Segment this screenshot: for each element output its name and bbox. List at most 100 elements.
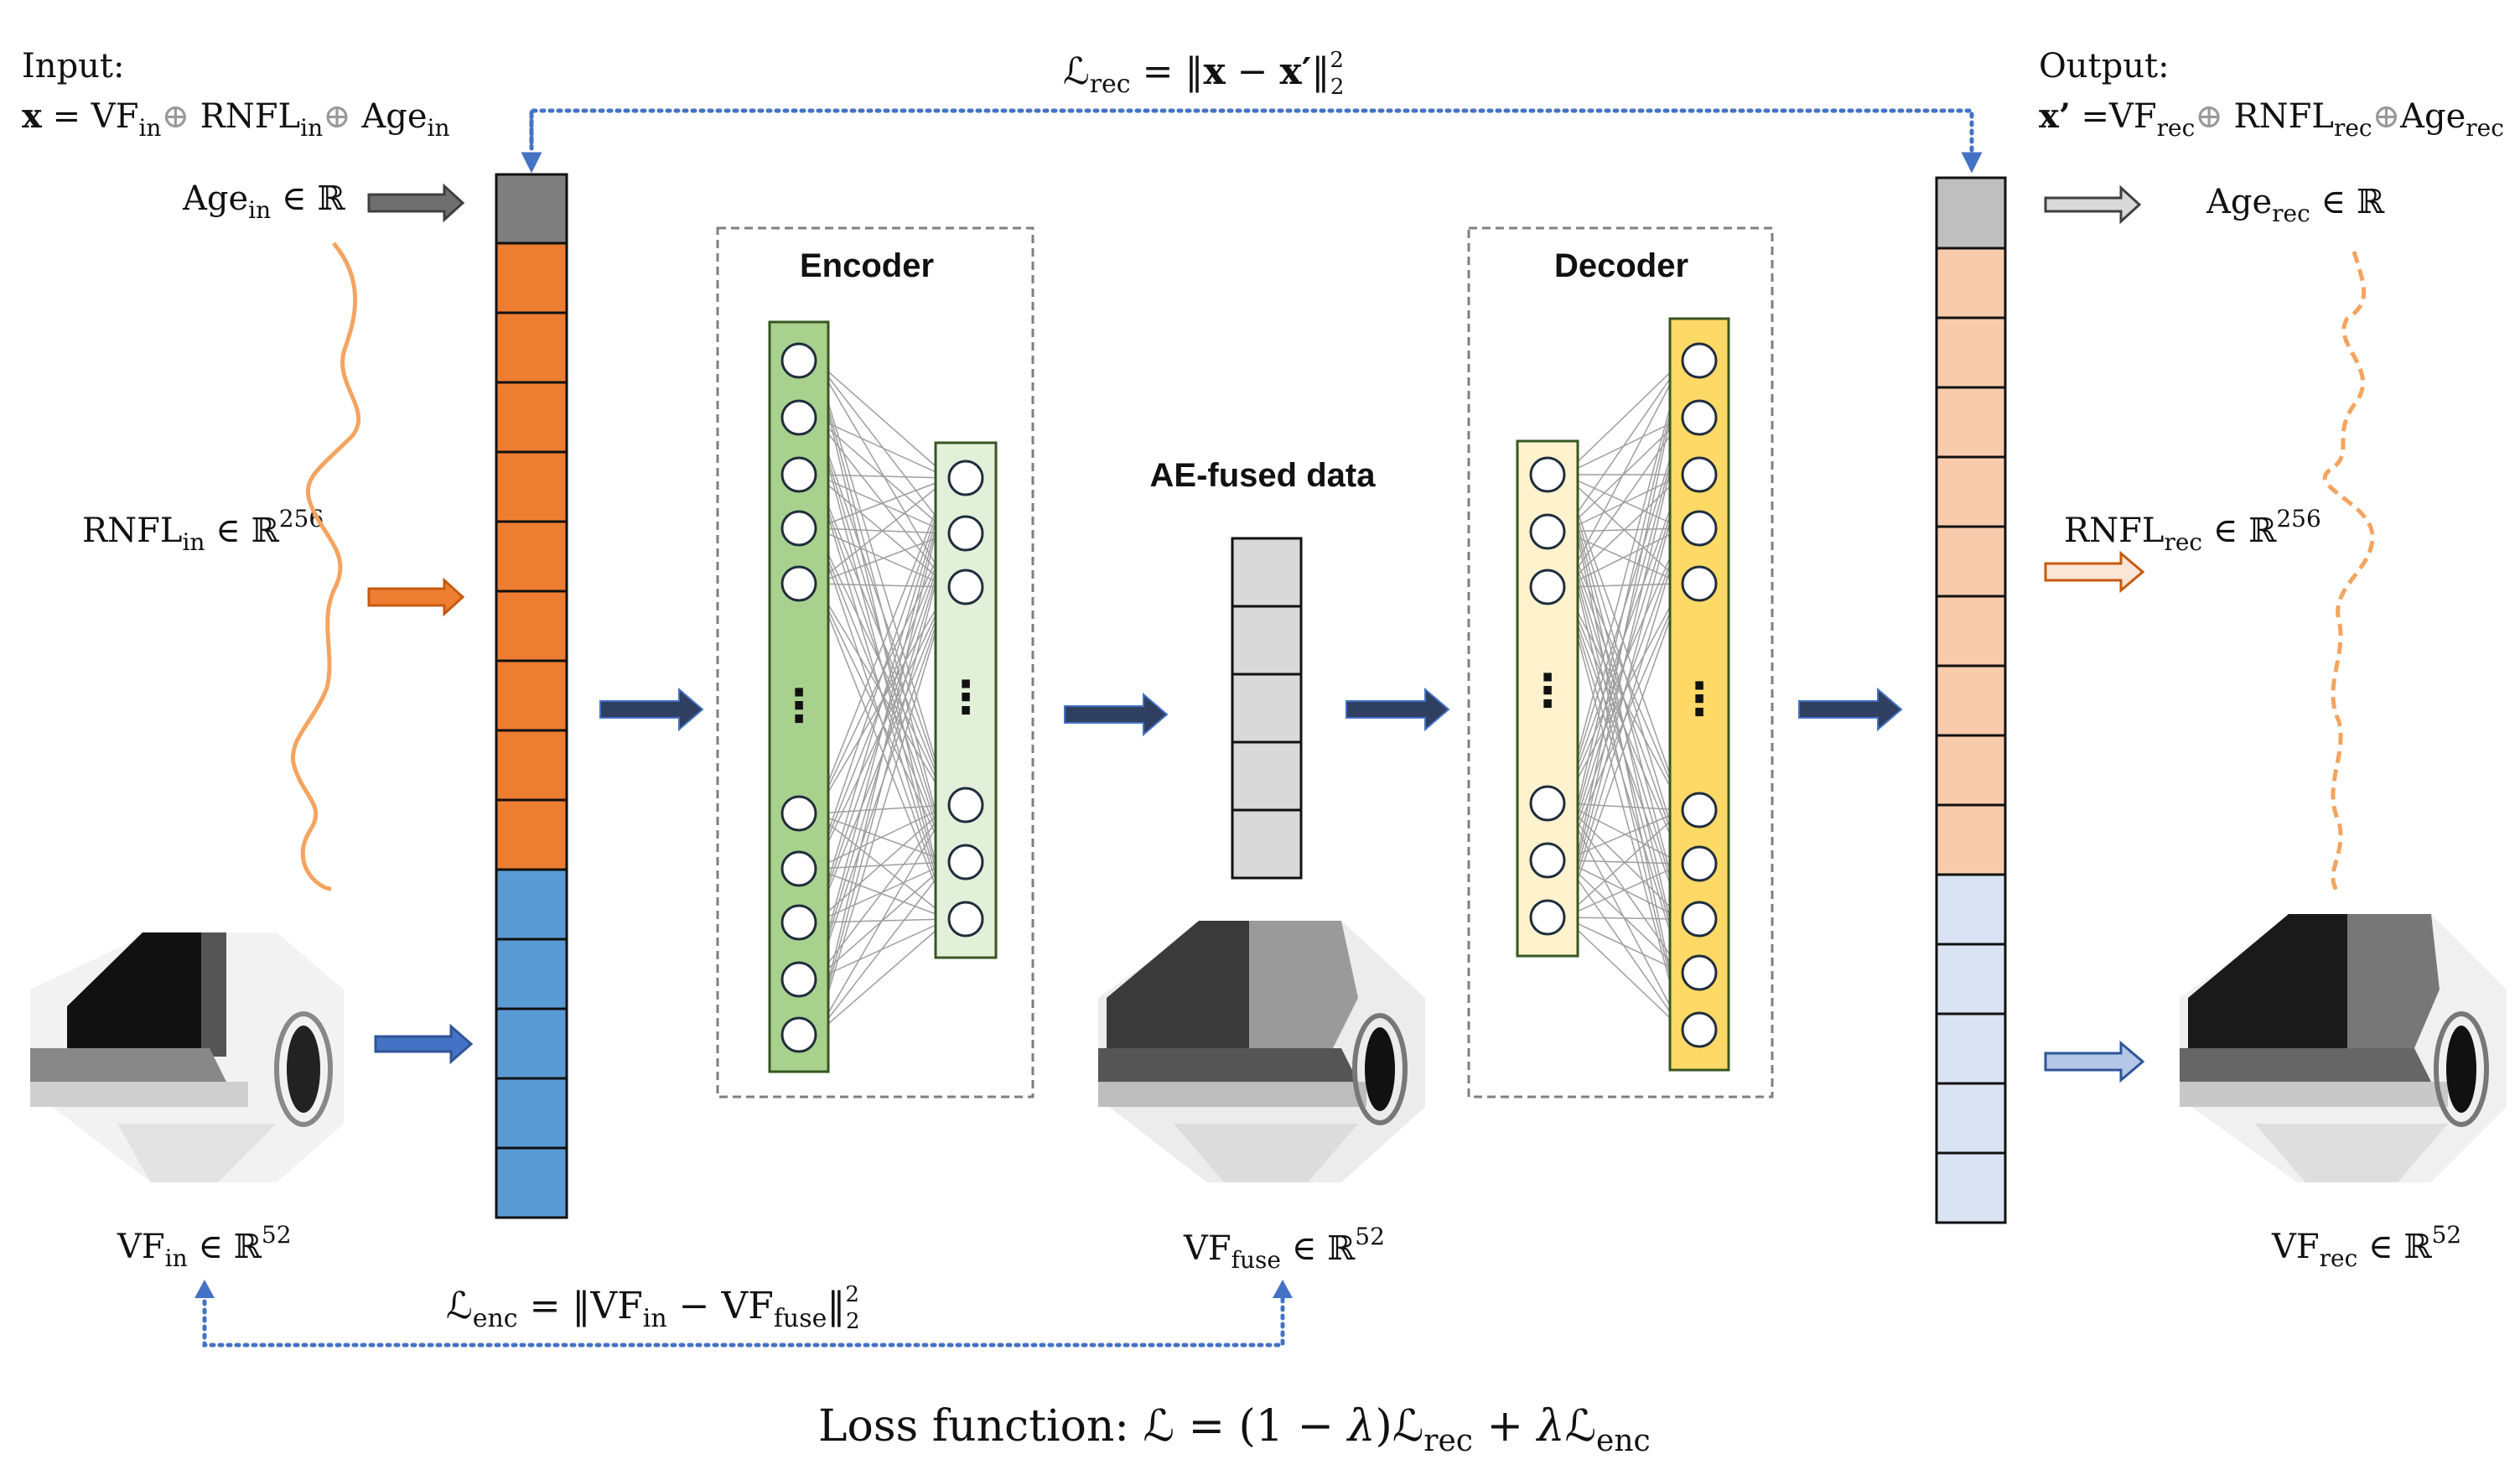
- outputVector-cell: [1935, 316, 2007, 389]
- neuron: [780, 904, 817, 941]
- inputVector-cell: [495, 242, 568, 314]
- outputVector-cell: [1935, 803, 2007, 876]
- encoding-loss-dotted-link: [202, 1291, 1285, 1348]
- connection: [815, 477, 950, 584]
- connection: [1563, 360, 1683, 918]
- decoder-connections: [1563, 360, 1683, 1031]
- connection: [1563, 360, 1683, 588]
- connection: [1563, 586, 1683, 974]
- neuron: [1681, 845, 1718, 882]
- neuron: [1681, 901, 1718, 938]
- neuron: [947, 460, 984, 496]
- connection: [815, 861, 950, 1036]
- rnfl-rec-label: RNFLrec ∈ ℝ256: [2064, 505, 2321, 556]
- fusedVector-cell: [1231, 537, 1303, 608]
- fusedVector-cell: [1231, 808, 1303, 880]
- output-formula: x’ =VFrec⊕ RNFLrec⊕Agerec: [2039, 96, 2504, 142]
- vf-rec-arrow: [2044, 1040, 2145, 1083]
- rnfl-in-curve: [290, 242, 361, 891]
- connection: [815, 583, 950, 588]
- connection: [1563, 360, 1683, 532]
- connection: [815, 360, 950, 479]
- connection: [1563, 360, 1683, 804]
- connection: [815, 474, 950, 863]
- outputVector-cell: [1935, 176, 2007, 250]
- outputVector-cell: [1935, 525, 2007, 598]
- neuron: [780, 565, 817, 602]
- decoder-box: [1467, 226, 1774, 1099]
- neuron: [780, 399, 817, 436]
- inputVector-cell: [495, 381, 568, 454]
- outputVector-cell: [1935, 873, 2007, 946]
- neuron: [1681, 456, 1718, 493]
- outputVector-cell: [1935, 943, 2007, 1015]
- encoder-network: ⋮⋮: [768, 320, 998, 1073]
- connection: [1563, 803, 1683, 974]
- fused-vector: [1231, 537, 1303, 880]
- connection: [815, 477, 950, 1036]
- flow-arrow-1: [599, 687, 704, 732]
- connection: [815, 868, 950, 920]
- input-formula: x = VFin⊕ RNFLin⊕ Agein: [22, 96, 450, 142]
- neuron: [780, 850, 817, 887]
- neuron: [1681, 510, 1718, 547]
- connection: [815, 586, 950, 1036]
- connection: [1563, 586, 1683, 1031]
- connection: [815, 583, 950, 920]
- neuron: [947, 901, 984, 938]
- connection: [815, 417, 950, 479]
- neuron: [947, 787, 984, 823]
- neuron: [1529, 456, 1566, 493]
- age-rec-arrow: [2044, 184, 2142, 225]
- encoder-box: [716, 226, 1034, 1099]
- layer-column: [1668, 317, 1730, 1072]
- outputVector-cell: [1935, 247, 2007, 319]
- connection: [1563, 474, 1683, 918]
- flow-arrow-2: [1064, 692, 1169, 737]
- connection: [815, 532, 950, 1036]
- neuron: [1681, 565, 1718, 602]
- connection: [815, 474, 950, 534]
- inputVector-cell: [495, 1146, 568, 1219]
- connection: [815, 477, 950, 529]
- connection: [1563, 863, 1683, 918]
- connection: [815, 360, 950, 806]
- connection: [815, 417, 950, 588]
- neuron: [1681, 399, 1718, 436]
- connection: [815, 360, 950, 588]
- connection: [815, 417, 950, 534]
- inputVector-cell: [495, 868, 568, 941]
- outputVector-cell: [1935, 664, 2007, 737]
- output-vector: [1935, 176, 2007, 1224]
- neuron: [780, 510, 817, 547]
- vf-fuse-label: VFfuse ∈ ℝ52: [1183, 1223, 1385, 1274]
- outputVector-cell: [1935, 1151, 2007, 1224]
- neuron: [780, 1016, 817, 1053]
- neuron: [780, 342, 817, 379]
- ellipsis-dots: ⋮: [1677, 673, 1722, 725]
- inputVector-cell: [495, 938, 568, 1010]
- decoder-network: ⋮⋮: [1516, 317, 1730, 1072]
- fusedVector-cell: [1231, 605, 1303, 676]
- flow-arrow-3: [1346, 687, 1450, 732]
- connection: [1563, 917, 1683, 920]
- neuron: [947, 569, 984, 605]
- connection: [815, 813, 950, 920]
- connection: [1563, 583, 1683, 918]
- encoder-title: Encoder: [800, 247, 934, 284]
- age-in-arrow: [367, 183, 465, 223]
- inputVector-cell: [495, 798, 568, 871]
- encoding-loss-arrowhead-right: [1273, 1280, 1293, 1298]
- outputVector-cell: [1935, 595, 2007, 667]
- connection: [815, 360, 950, 534]
- inputVector-cell: [495, 659, 568, 732]
- total-loss-formula: Loss function: ℒ = (1 − λ)ℒrec + λℒenc: [818, 1401, 1651, 1458]
- neuron: [947, 515, 984, 552]
- neuron: [1529, 842, 1566, 879]
- connection: [1563, 586, 1683, 865]
- outputVector-cell: [1935, 1082, 2007, 1155]
- inputVector-cell: [495, 1007, 568, 1080]
